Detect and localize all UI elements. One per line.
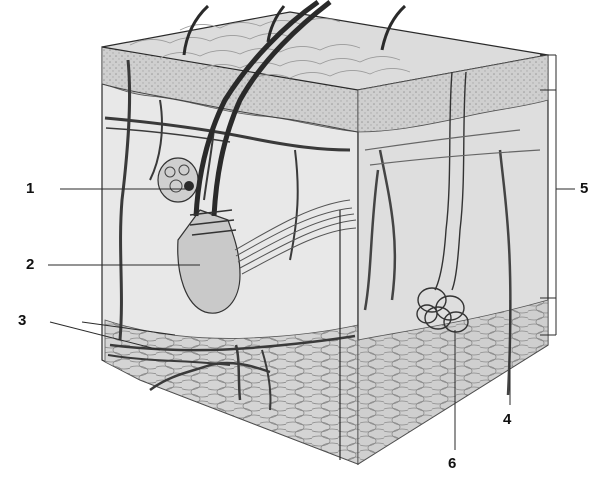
label-2: 2	[26, 257, 34, 272]
label-4: 4	[503, 412, 511, 427]
sebaceous-gland	[158, 158, 198, 202]
label-5: 5	[580, 181, 588, 196]
label-1: 1	[26, 181, 34, 196]
label-3: 3	[18, 313, 26, 328]
label-6: 6	[448, 456, 456, 471]
side-face	[358, 55, 548, 464]
